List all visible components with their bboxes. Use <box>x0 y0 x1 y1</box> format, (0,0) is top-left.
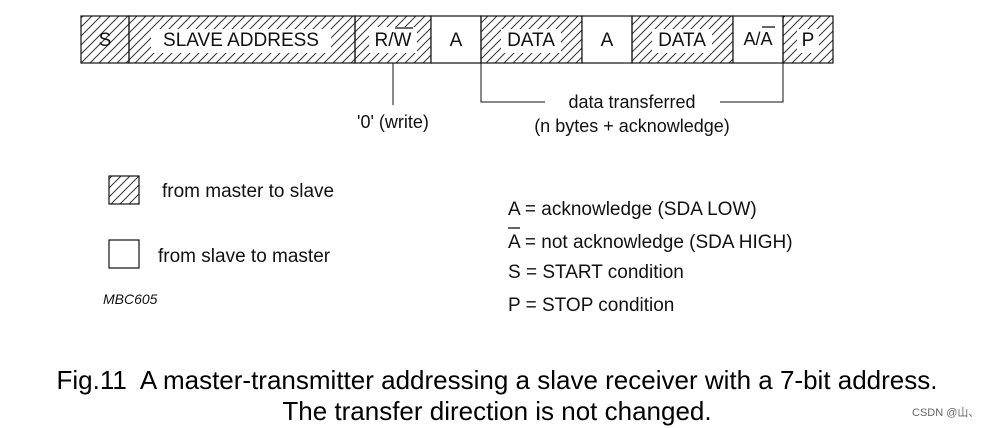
bracket-right <box>720 63 784 103</box>
field-data-1: DATA <box>480 15 583 64</box>
field-ack-1: A <box>430 15 482 64</box>
figure-reference: MBC605 <box>103 291 158 307</box>
definitions: A = acknowledge (SDA LOW) A = not acknow… <box>508 199 793 316</box>
field-ack-2-label: A <box>601 30 614 51</box>
field-read-write-label: R/W <box>375 30 412 51</box>
rw-annotation: '0' (write) <box>357 63 429 132</box>
field-ack-1-label: A <box>450 30 463 51</box>
legend: from master to slave from slave to maste… <box>103 175 334 307</box>
rw-note: '0' (write) <box>357 112 429 132</box>
field-data-2-label: DATA <box>658 30 706 51</box>
bracket-left <box>480 63 545 103</box>
legend-slave-to-master: from slave to master <box>158 246 331 267</box>
field-start: S <box>80 15 130 64</box>
field-ack-nack: A/A <box>732 15 784 64</box>
definition-stop: P = STOP condition <box>508 295 674 316</box>
watermark: CSDN @山、 <box>912 406 979 419</box>
figure-caption: Fig.11 A master-transmitter addressing a… <box>56 365 937 426</box>
caption-line-1: Fig.11 A master-transmitter addressing a… <box>56 365 937 395</box>
field-slave-address-label: SLAVE ADDRESS <box>163 30 319 51</box>
field-slave-address: SLAVE ADDRESS <box>128 15 356 64</box>
field-data-1-label: DATA <box>507 30 555 51</box>
field-read-write: R/W <box>354 15 432 64</box>
field-start-label: S <box>99 30 112 51</box>
data-transferred-label: data transferred <box>568 92 695 112</box>
frame-row: S SLAVE ADDRESS R/W A DATA A <box>80 15 834 64</box>
definition-nack: A = not acknowledge (SDA HIGH) <box>508 232 793 253</box>
legend-master-to-slave: from master to slave <box>162 181 334 202</box>
field-stop-label: P <box>802 30 815 51</box>
legend-plain-swatch <box>108 239 140 269</box>
field-ack-nack-label: A/A <box>743 29 772 49</box>
field-stop: P <box>782 15 834 64</box>
caption-line-2: The transfer direction is not changed. <box>282 396 711 426</box>
field-ack-2: A <box>581 15 633 64</box>
legend-hatched-swatch <box>108 175 140 205</box>
definition-ack: A = acknowledge (SDA LOW) <box>508 199 757 220</box>
field-data-2: DATA <box>631 15 734 64</box>
data-transferred-detail: (n bytes + acknowledge) <box>534 116 730 136</box>
definition-start: S = START condition <box>508 262 684 283</box>
data-transferred-bracket: data transferred (n bytes + acknowledge) <box>480 63 784 136</box>
